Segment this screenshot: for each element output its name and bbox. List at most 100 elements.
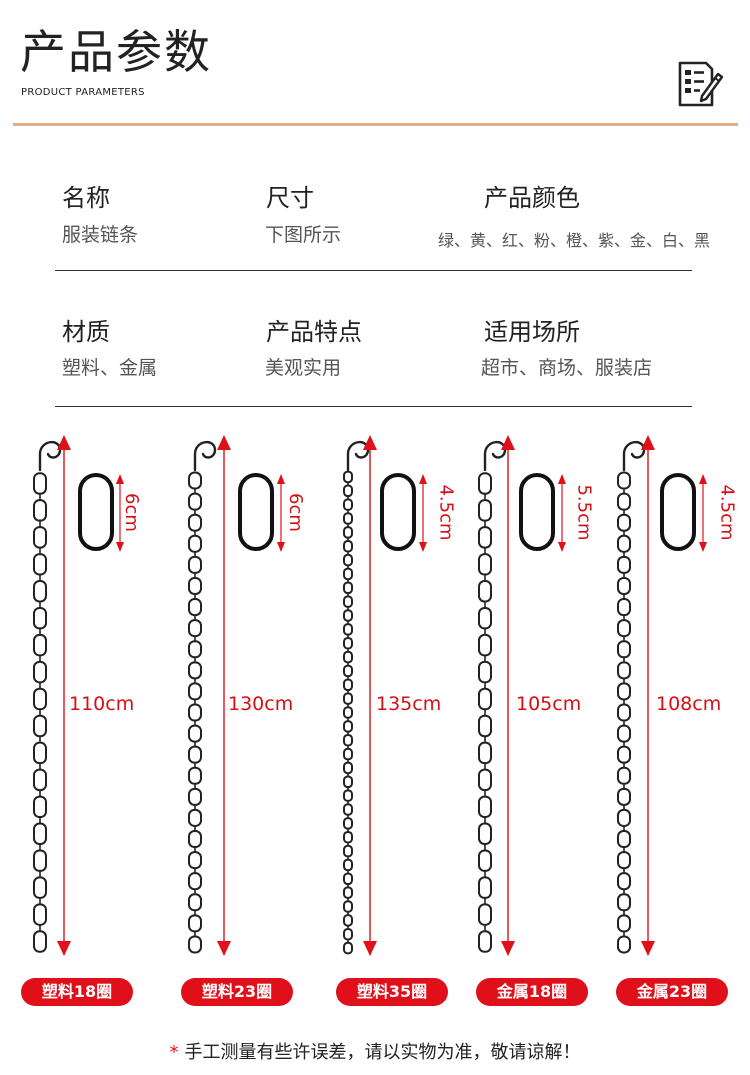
param-name-label: 名称 [62,184,110,212]
arrow-up-icon [217,435,231,450]
chain-link [478,526,492,549]
param-row-divider [55,270,692,271]
chain-badge: 塑料35圈 [336,978,448,1006]
chain-link [188,703,202,722]
chain-link [617,555,631,574]
chain-link [343,567,353,581]
chain-link [188,745,202,764]
chain-link [343,941,353,955]
chain-link [617,640,631,659]
chain-link [33,687,47,711]
arrow-up-icon [699,474,707,484]
chain-link [343,609,353,622]
param-material-value: 塑料、金属 [62,357,158,379]
chain-link [343,664,353,678]
arrow-down-icon [501,941,515,956]
chain-link [617,534,631,553]
chain-link [617,745,631,764]
chain-link [343,512,353,525]
chain-link [188,787,202,806]
chain-link [188,576,202,595]
link-size-label: 4.5cm [435,484,457,541]
arrow-up-icon [277,474,285,484]
chain-link [343,858,353,872]
arrow-down-icon [699,542,707,552]
chain-link [188,513,202,532]
asterisk-icon: * [169,1042,179,1063]
chain-link [343,789,353,802]
link-closeup [78,473,114,551]
chain-link [188,851,202,870]
chain-link [478,768,492,792]
chain-badge: 塑料18圈 [21,978,133,1006]
chain-link [617,492,631,511]
chain-link [33,633,47,657]
arrow-down-icon [419,542,427,552]
hook-icon [483,441,507,472]
hook-icon [193,441,217,472]
link-size-label: 5.5cm [573,484,595,541]
chain-link [33,606,47,630]
chain-link [617,724,631,743]
chain-link [617,851,631,870]
chain-badge: 金属23圈 [616,978,728,1006]
arrow-up-icon [558,474,566,484]
param-size-value: 下图所示 [265,224,342,246]
chain-link [343,581,353,595]
chain-link [33,876,47,899]
chain-link [188,661,202,680]
chain-link [188,555,202,574]
chain-link [478,876,492,899]
header-divider [13,123,738,126]
arrow-down-icon [57,941,71,956]
chain-link [343,498,353,511]
chain-link [33,472,47,495]
chain-link [617,935,631,954]
chain-link [617,766,631,785]
param-usage-label: 适用场所 [484,318,580,346]
chain-length-label: 110cm [69,693,135,715]
chain-link [617,513,631,532]
chain-link [343,803,353,816]
chain-link [33,822,47,845]
chain-link [478,930,492,953]
chain-link [617,619,631,638]
hook-icon [622,441,646,472]
link-closeup [380,473,416,551]
chain-link [617,576,631,595]
chain-length-label: 105cm [516,693,582,715]
chain-link [33,795,47,819]
chain-link [188,872,202,891]
chain-link [343,553,353,567]
chain-link [478,903,492,926]
chain-link [478,687,492,711]
chain-link [343,526,353,539]
disclaimer-text: 手工测量有些许误差，请以实物为准，敬请谅解！ [184,1042,581,1063]
chain-link [188,598,202,617]
chain-link [343,484,353,498]
chain-link [343,623,353,636]
param-feature-value: 美观实用 [265,357,342,379]
chain-link [478,499,492,522]
arrow-up-icon [501,435,515,450]
chain-link [617,703,631,722]
chain-link [33,526,47,549]
chain-link [617,598,631,617]
chain-link [478,741,492,765]
param-color-value: 绿、黄、红、粉、橙、紫、金、白、黑 [438,231,711,250]
chain-link [617,661,631,680]
chain-link [478,714,492,738]
chain-link [33,714,47,738]
chain-link [33,499,47,522]
chain-link [33,741,47,765]
chain-link [617,471,631,490]
chain-length-label: 135cm [376,693,442,715]
chain-link [617,682,631,701]
chain-link [617,787,631,806]
chain-link [343,900,353,913]
arrow-up-icon [363,435,377,450]
param-name-value: 服装链条 [62,224,139,246]
arrow-down-icon [277,542,285,552]
chain-link [343,539,353,553]
param-usage-value: 超市、商场、服装店 [481,357,653,379]
